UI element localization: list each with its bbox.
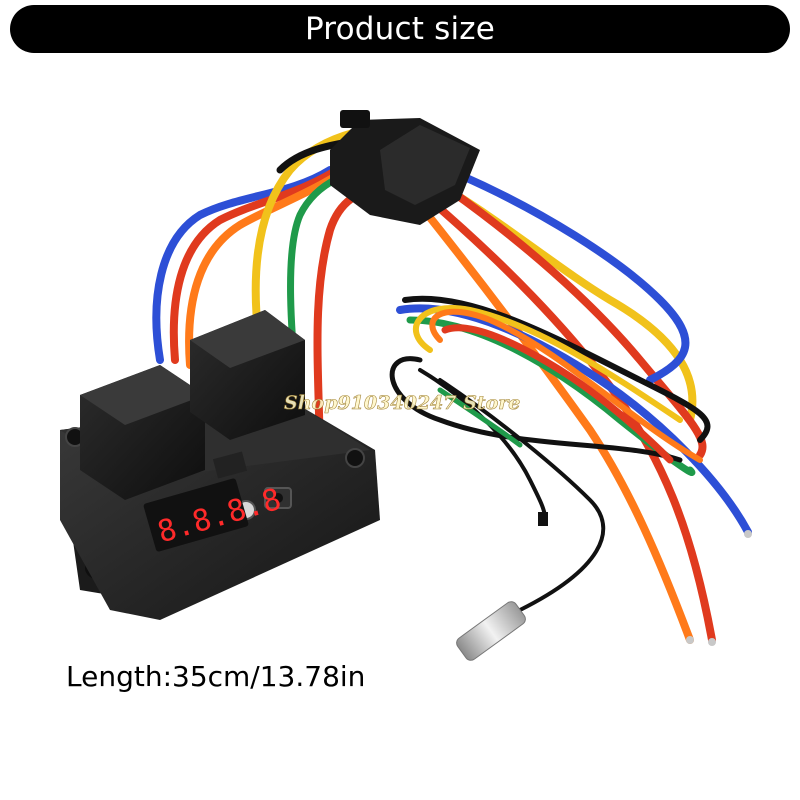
wire-harness bbox=[152, 123, 752, 644]
length-caption: Length:35cm/13.78in bbox=[66, 660, 366, 693]
header-banner: Product size bbox=[10, 5, 790, 53]
product-photo: 8.8.8.8 bbox=[60, 110, 752, 661]
controller-box bbox=[60, 310, 380, 620]
probe-tip bbox=[538, 512, 548, 526]
relay bbox=[80, 365, 205, 500]
store-watermark: Shop910340247 Store bbox=[284, 392, 521, 415]
fuse-holder bbox=[330, 110, 480, 225]
relay bbox=[190, 310, 305, 440]
header-title: Product size bbox=[304, 11, 496, 47]
temperature-probe bbox=[456, 601, 526, 661]
